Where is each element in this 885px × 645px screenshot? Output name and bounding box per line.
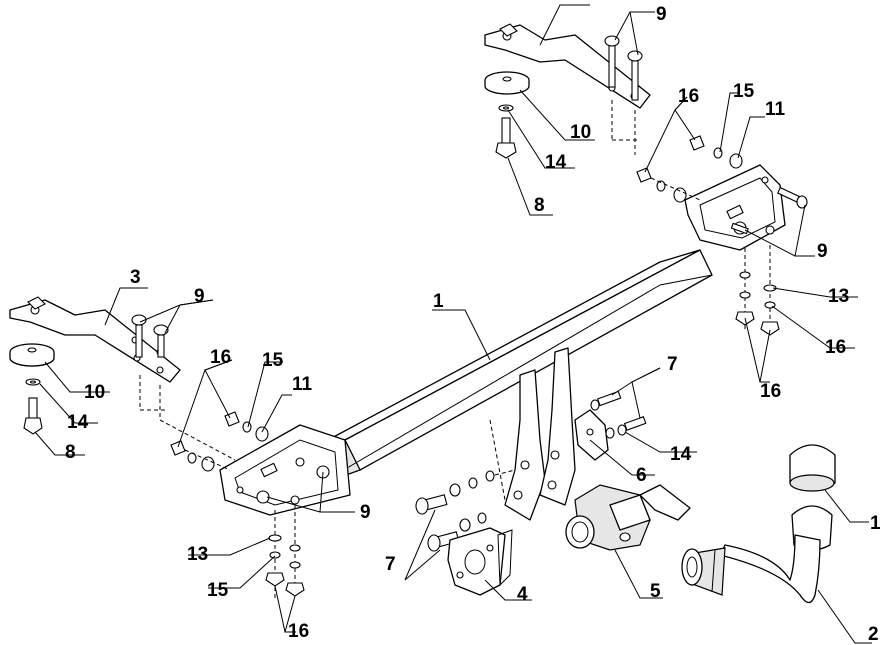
electrical-socket-5 (565, 484, 691, 551)
callout-14-right: 14 (545, 152, 567, 173)
callout-15-right-low: 16 (825, 337, 846, 358)
callout-14-left: 14 (67, 412, 89, 433)
callout-16-left: 16 (210, 347, 231, 368)
callout-9-left-top: 9 (194, 286, 205, 307)
callout-1: 1 (433, 291, 444, 312)
callout-11-left: 11 (292, 374, 313, 395)
plate-bolts-7 (415, 390, 647, 552)
left-spacer-disc (9, 343, 55, 367)
callout-7-left: 7 (385, 554, 396, 575)
callout-15-left-up: 15 (262, 350, 284, 371)
right-bolts-9 (604, 35, 643, 101)
tow-ball-1 (789, 444, 836, 551)
right-chassis-bracket (484, 23, 651, 109)
cross-beam (299, 249, 713, 486)
callout-15-left-low: 15 (207, 580, 229, 601)
left-mounting-bracket (219, 424, 351, 516)
callout-16-right-low: 16 (760, 381, 781, 402)
right-washer-bolt (495, 104, 517, 159)
left-chassis-bracket (9, 296, 181, 383)
callout-1-ball: 1 (870, 513, 881, 534)
callout-13-left: 13 (187, 544, 208, 565)
callout-10-right: 10 (570, 122, 591, 143)
right-spacer-disc (484, 71, 530, 95)
callout-6: 6 (636, 465, 647, 486)
callout-8-left: 8 (65, 442, 76, 463)
callout-9-right-top: 9 (656, 4, 667, 25)
right-mounting-bracket (684, 164, 786, 251)
left-washer-bolt (23, 378, 43, 435)
left-bolts-9 (131, 314, 169, 358)
tow-neck-2 (681, 534, 821, 604)
callout-13-right: 13 (828, 286, 849, 307)
callout-9-right-bracket: 9 (817, 241, 828, 262)
callout-9-left-bracket: 9 (360, 502, 371, 523)
right-side-hardware (636, 135, 808, 235)
callout-15-right: 15 (733, 81, 755, 102)
leader-lines (34, 4, 872, 644)
callout-14-plate: 14 (670, 444, 692, 465)
callout-7-right: 7 (667, 354, 678, 375)
callout-8-right: 8 (534, 195, 545, 216)
callout-labels: 1 1 2 3 4 5 6 7 7 8 8 9 9 9 9 10 10 11 1… (65, 4, 881, 645)
socket-plate-4 (447, 527, 513, 596)
callout-10-left: 10 (84, 382, 105, 403)
right-lower-hardware (735, 245, 780, 336)
callout-11-right: 11 (765, 99, 786, 120)
callout-16-right: 16 (678, 86, 699, 107)
callout-2: 2 (868, 624, 879, 645)
left-lower-hardware (265, 505, 305, 598)
callout-4: 4 (517, 584, 528, 605)
callout-5: 5 (650, 581, 661, 602)
callout-3: 3 (130, 267, 141, 288)
callout-16-left-low: 16 (288, 621, 309, 642)
